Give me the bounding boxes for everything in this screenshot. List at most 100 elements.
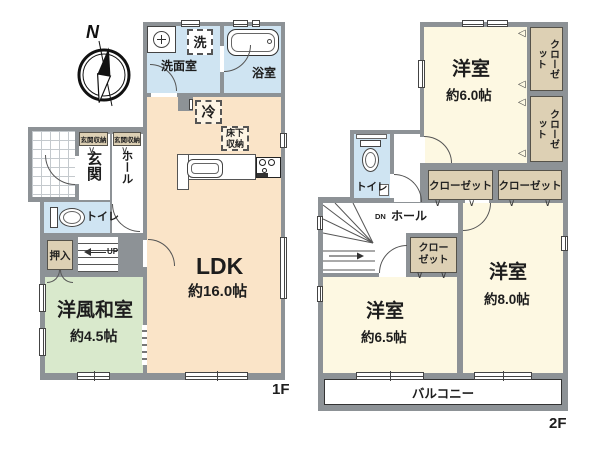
- window: [233, 20, 248, 27]
- closet-label: クローゼット: [498, 179, 562, 192]
- stairs-up-arrowhead: [80, 248, 91, 256]
- bathroom-label: 浴室: [252, 66, 277, 80]
- door-opening: [143, 240, 147, 267]
- window: [185, 371, 248, 381]
- room-bedroom6: [424, 27, 527, 163]
- stairs-down-label: DN: [375, 212, 386, 221]
- closet-door-mark: ◁: [518, 97, 526, 108]
- closet-door-mark: ∨: [434, 198, 442, 209]
- stairs-2f-treads: [323, 203, 375, 271]
- toilet-bowl-icon: [365, 152, 376, 168]
- washer-space: 洗: [187, 29, 213, 55]
- window: [462, 20, 484, 27]
- toilet-1f-label: トイレ: [86, 211, 119, 223]
- closet-door-mark: ∨: [544, 198, 552, 209]
- oshiire-closet: 押入: [47, 240, 73, 270]
- entrance-storage: 玄関収納: [113, 132, 141, 146]
- bedroom6-area-label: 約6.0帖: [446, 88, 492, 103]
- kitchen-sink-icon: [191, 163, 219, 174]
- window: [317, 216, 323, 230]
- bedroom65-area-label: 約6.5帖: [361, 330, 407, 345]
- closet: クローゼット: [498, 170, 562, 200]
- closet-door-mark: ∨: [121, 145, 129, 156]
- window: [356, 371, 424, 381]
- window: [280, 237, 287, 299]
- window: [181, 20, 200, 27]
- closet: クローゼット: [410, 237, 457, 273]
- entrance-storage-label: 玄関収納: [80, 137, 107, 144]
- underfloor-storage: 床下収納: [221, 126, 249, 151]
- faucet-icon: [161, 35, 162, 44]
- closet-door-mark: ◁: [518, 28, 526, 39]
- toilet-bowl-icon: [63, 211, 81, 224]
- balcony-label: バルコニー: [411, 386, 475, 401]
- closet: クローゼット: [530, 27, 563, 91]
- toilet-2f-label: トイレ: [356, 181, 388, 193]
- toilet-tank-icon: [50, 207, 58, 228]
- ldk-label: LDK: [196, 253, 244, 279]
- door-opening: [379, 272, 406, 277]
- bedroom8-label: 洋室: [489, 262, 528, 283]
- toilet-tank-icon: [360, 140, 381, 147]
- door-opening: [465, 200, 489, 203]
- window: [317, 286, 323, 302]
- toilet-shelf: [356, 134, 387, 139]
- closet-door-mark: ◁: [518, 79, 526, 90]
- underfloor-storage-label: 床下収納: [225, 128, 244, 149]
- bathtub-drain-icon: [267, 39, 272, 44]
- floor1-label: 1F: [272, 381, 290, 398]
- japanese-room-area-label: 約4.5帖: [70, 328, 118, 344]
- japanese-room-label: 洋風和室: [57, 300, 134, 321]
- room-ldk: [147, 97, 281, 373]
- compass-north-label: N: [86, 22, 100, 42]
- room-japanese: [45, 277, 143, 373]
- refrigerator-label: 冷: [201, 104, 216, 120]
- entrance-storage-label: 玄関収納: [114, 137, 140, 144]
- refrigerator-space: 冷: [195, 100, 222, 124]
- washroom-label: 洗面室: [161, 59, 198, 73]
- window: [39, 328, 46, 356]
- entrance-label: 玄関: [85, 151, 102, 181]
- door-opening: [390, 174, 394, 198]
- ldk-area-label: 約16.0帖: [188, 283, 248, 300]
- door-opening: [419, 137, 425, 163]
- bedroom8-area-label: 約8.0帖: [484, 292, 530, 307]
- closet-door-mark: ◁: [518, 148, 526, 159]
- stove-burner-icon: [268, 159, 275, 166]
- door-panel: [189, 99, 193, 110]
- window: [280, 133, 287, 148]
- window: [39, 284, 46, 312]
- door-opening: [151, 93, 177, 97]
- closet-label: クローゼット: [534, 39, 559, 79]
- hall-1f-label: ホール: [120, 150, 133, 185]
- closet-door-mark: ∨: [416, 270, 424, 281]
- floor2-label: 2F: [549, 415, 567, 432]
- hall-2f-label: ホール: [391, 209, 428, 223]
- stairs-up-label: UP: [107, 247, 119, 256]
- entrance-storage: 玄関収納: [79, 132, 108, 146]
- window: [561, 236, 568, 251]
- window: [77, 371, 110, 381]
- compass-icon: N: [77, 22, 131, 107]
- closet-label: クローゼット: [429, 179, 492, 192]
- closet-door-mark: ∨: [88, 145, 96, 156]
- closet-door-mark: ∨: [468, 198, 476, 209]
- window: [487, 20, 508, 27]
- bedroom65-label: 洋室: [366, 301, 405, 322]
- balcony: バルコニー: [324, 379, 562, 405]
- closet: クローゼット: [530, 96, 563, 162]
- door-opening: [75, 156, 79, 184]
- bedroom6-label: 洋室: [452, 59, 491, 80]
- closet-door-mark: ∨: [508, 198, 516, 209]
- closet-door-mark: ∨: [440, 270, 448, 281]
- sliding-partition: [142, 325, 147, 365]
- stove-grill-icon: [257, 173, 268, 177]
- window: [252, 20, 260, 27]
- closet-label: クローゼット: [534, 109, 559, 149]
- window: [474, 371, 532, 381]
- window: [418, 60, 425, 88]
- stove-burner-icon: [262, 168, 267, 173]
- room-bedroom8: [463, 203, 563, 373]
- stairs-up-arrow: [86, 252, 106, 253]
